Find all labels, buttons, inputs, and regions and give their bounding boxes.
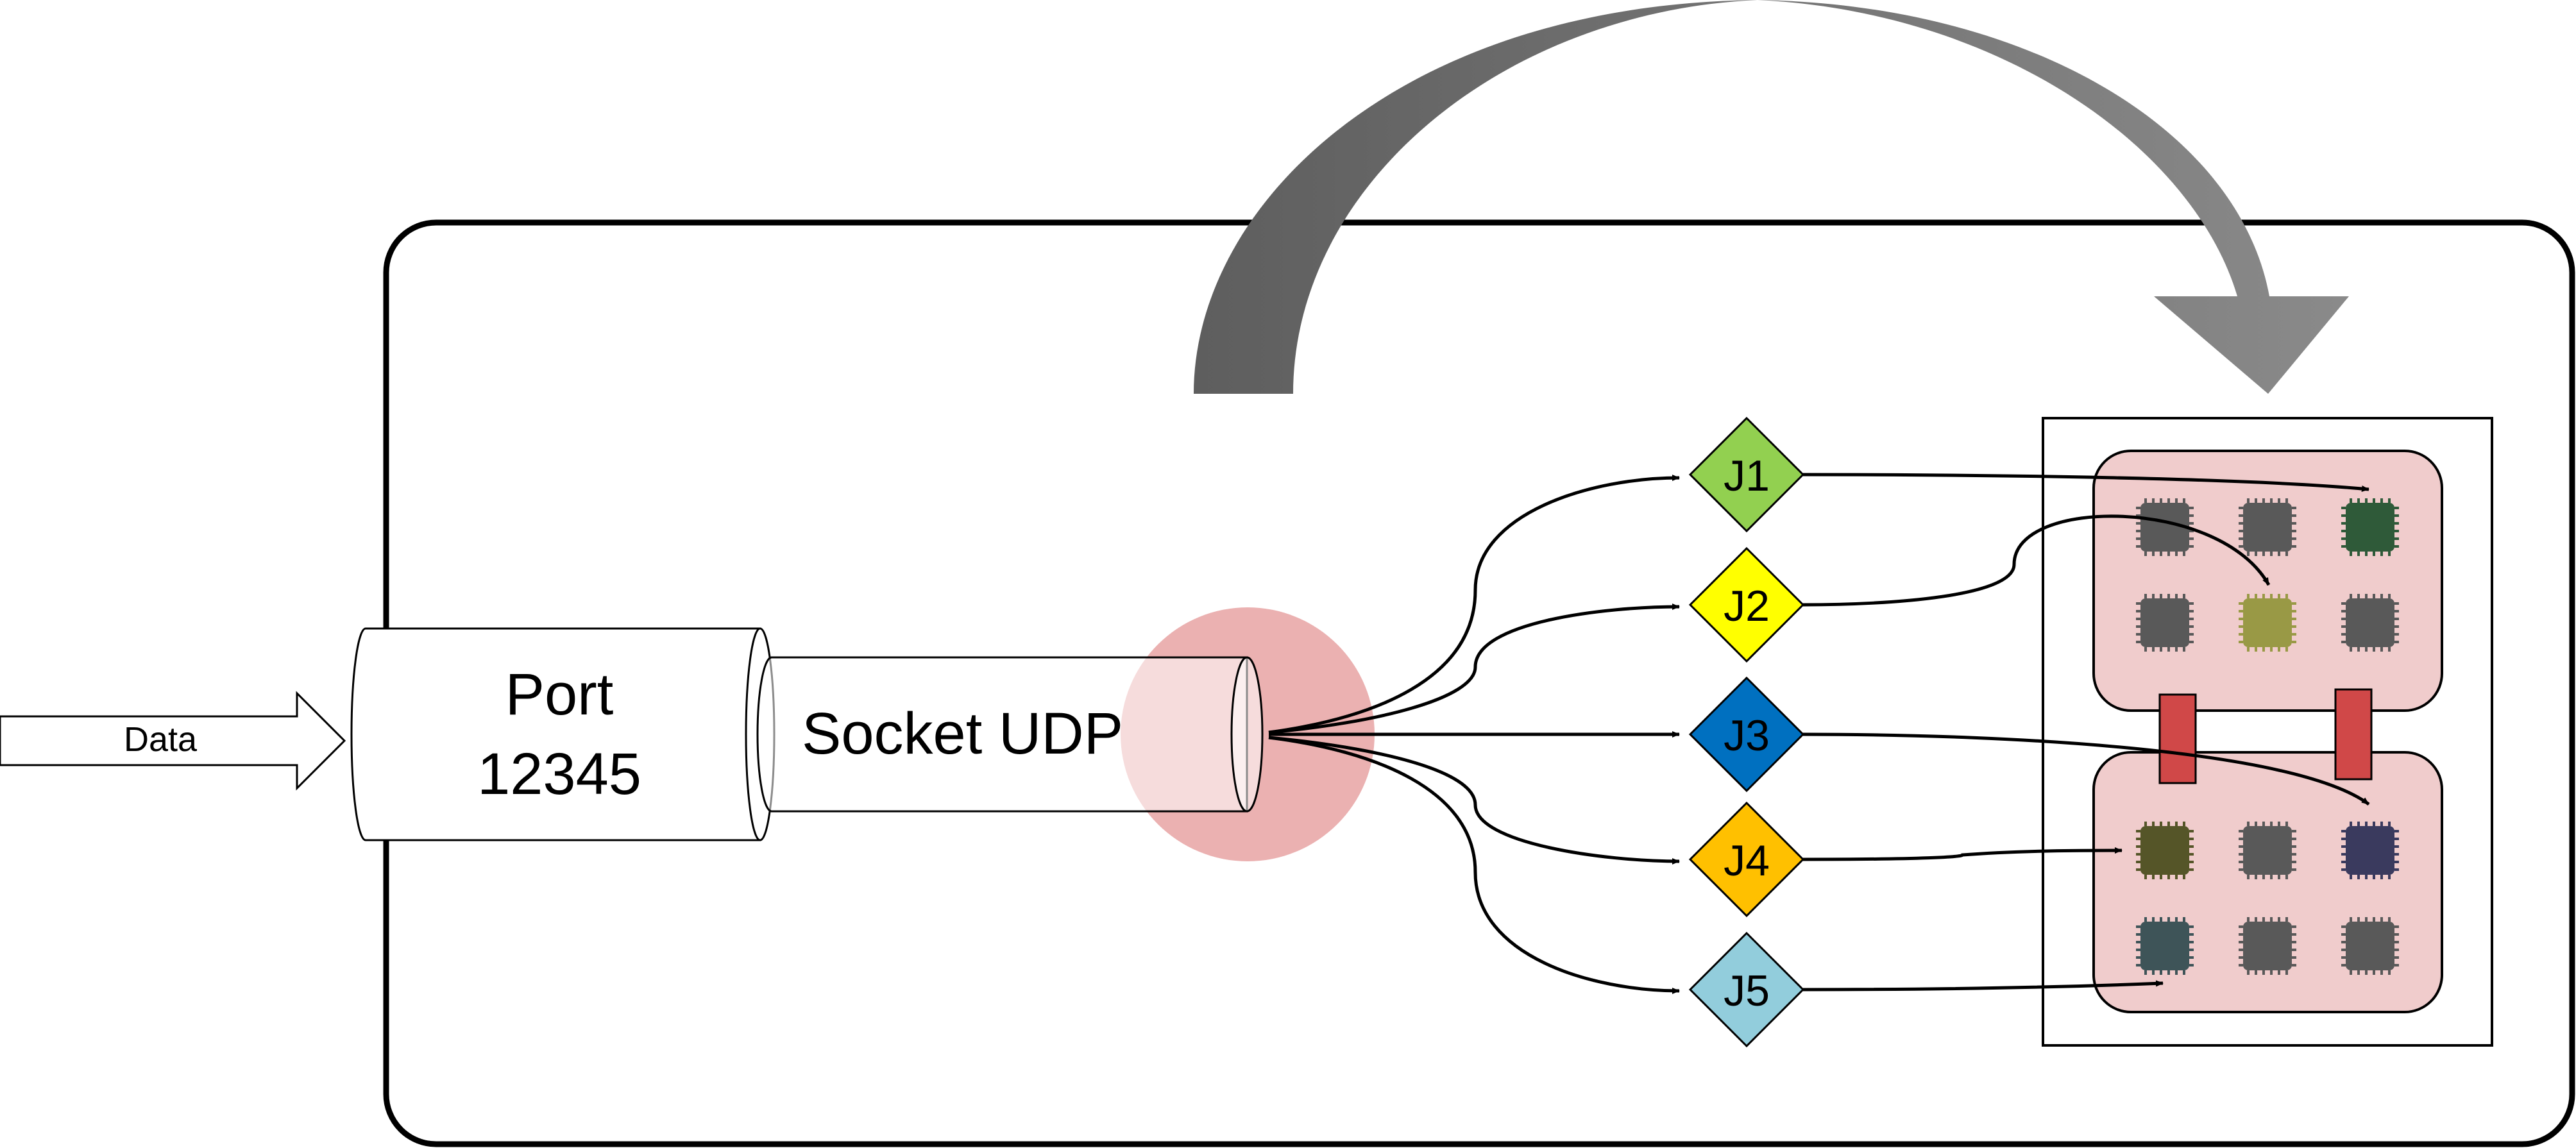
port-number: 12345 [477,741,641,807]
job-label: J2 [1724,582,1770,630]
cpu-core-icon [2341,498,2399,556]
socket-cylinder [756,656,1264,813]
port-label-line1: Port [505,662,614,727]
cpu-core-icon [2239,917,2296,975]
socket-label: Socket UDP [802,701,1123,766]
cpu-core-icon [2136,594,2194,652]
cpu-core-icon [2239,594,2296,652]
job-j5: J5 [1688,931,1805,1048]
job-to-core-arrows [1802,473,2370,992]
port-cylinder [350,627,775,841]
job-label: J5 [1724,967,1770,1015]
job-j2: J2 [1688,546,1805,663]
data-arrow [0,691,346,791]
job-diamond [1688,676,1805,793]
job-diamond [1688,546,1805,663]
job-diamond [1688,416,1805,533]
data-label: Data [124,720,198,759]
job-diamond [1688,801,1805,918]
job-diamond [1688,931,1805,1048]
interconnect-right [2334,688,2373,781]
job-j4: J4 [1688,801,1805,918]
job-j1: J1 [1688,416,1805,533]
cpu-core-icon [2341,822,2399,879]
cpu-core-icon [2239,822,2296,879]
cpu-core-icon [2136,917,2194,975]
socket-to-job-arrows [1268,475,1680,994]
cpu-core-icon [2341,594,2399,652]
job-label: J1 [1724,452,1770,500]
cpu-cores [2136,498,2399,975]
interconnect-left [2158,693,2197,784]
cpu-core-icon [2239,498,2296,556]
cpu-core-icon [2341,917,2399,975]
cpu-core-icon [2136,498,2194,556]
curved-arrow [1194,0,2349,394]
job-j3: J3 [1688,676,1805,793]
job-label: J4 [1724,836,1770,885]
cpu-core-icon [2136,822,2194,879]
job-label: J3 [1724,711,1770,760]
